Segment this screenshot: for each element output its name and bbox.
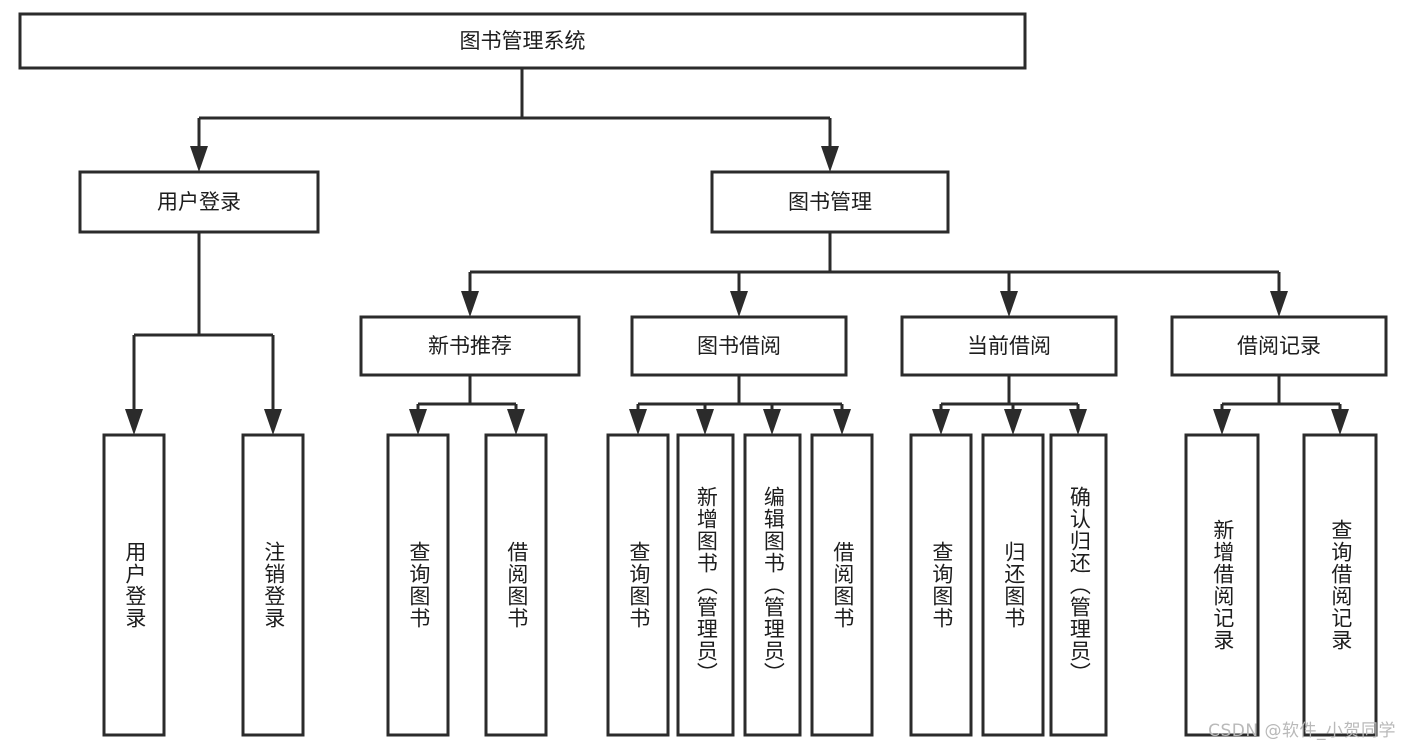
arrow-head-icon <box>1000 291 1018 317</box>
node-box-leaf-confirm-return[interactable] <box>1049 433 1108 737</box>
node-box-current-borrow[interactable] <box>900 315 1118 377</box>
arrow-head-icon <box>461 291 479 317</box>
node-box-new-book-recommend[interactable] <box>359 315 581 377</box>
node-box-leaf-borrow-book-1[interactable] <box>484 433 548 737</box>
arrow-head-icon <box>696 409 714 435</box>
arrow-head-icon <box>1270 291 1288 317</box>
node-label-user-login: 用户登录 <box>157 190 241 214</box>
edge-borrow-to-leaves <box>629 375 851 435</box>
node-box-leaf-query-book-2[interactable] <box>606 433 670 737</box>
node-label-root: 图书管理系统 <box>460 29 586 53</box>
node-box-leaf-add-book[interactable] <box>676 433 735 737</box>
arrow-head-icon <box>629 409 647 435</box>
edge-current-to-leaves <box>932 375 1087 435</box>
node-box-leaf-query-book-3[interactable] <box>909 433 973 737</box>
arrow-head-icon <box>833 409 851 435</box>
arrow-head-icon <box>932 409 950 435</box>
arrow-head-icon <box>190 146 208 172</box>
edge-record-to-leaves <box>1213 375 1349 435</box>
connector-layer <box>125 68 1349 435</box>
node-box-leaf-user-login[interactable] <box>102 433 166 737</box>
arrow-head-icon <box>125 409 143 435</box>
node-box-leaf-borrow-book-2[interactable] <box>810 433 874 737</box>
node-box-leaf-user-logout[interactable] <box>241 433 305 737</box>
node-box-root[interactable] <box>18 12 1027 70</box>
node-label-new-book-recommend: 新书推荐 <box>428 334 512 358</box>
arrow-head-icon <box>763 409 781 435</box>
node-label-borrow-record: 借阅记录 <box>1237 334 1321 358</box>
arrow-head-icon <box>1213 409 1231 435</box>
node-box-leaf-return-book[interactable] <box>981 433 1045 737</box>
node-label-book-manage: 图书管理 <box>788 190 872 214</box>
arrow-head-icon <box>409 409 427 435</box>
node-box-leaf-query-borrow-record[interactable] <box>1302 433 1378 737</box>
node-box-book-manage[interactable] <box>710 170 950 234</box>
edge-bookmanage-to-level3 <box>461 232 1288 317</box>
arrow-head-icon <box>821 146 839 172</box>
node-label-book-borrow: 图书借阅 <box>697 334 781 358</box>
node-box-leaf-edit-book[interactable] <box>743 433 802 737</box>
arrow-head-icon <box>264 409 282 435</box>
edge-root-to-level2 <box>190 68 839 172</box>
arrow-head-icon <box>1069 409 1087 435</box>
node-box-leaf-add-borrow-record[interactable] <box>1184 433 1260 737</box>
node-label-current-borrow: 当前借阅 <box>967 334 1051 358</box>
csdn-watermark: CSDN @软件_小贺同学 <box>1208 721 1396 741</box>
node-box-borrow-record[interactable] <box>1170 315 1388 377</box>
arrow-head-icon <box>507 409 525 435</box>
node-box-user-login[interactable] <box>78 170 320 234</box>
node-box-book-borrow[interactable] <box>630 315 848 377</box>
edge-recommend-to-leaves <box>409 375 525 435</box>
arrow-head-icon <box>1331 409 1349 435</box>
node-box-leaf-query-book-1[interactable] <box>386 433 450 737</box>
node-box-layer <box>18 12 1388 737</box>
arrow-head-icon <box>730 291 748 317</box>
arrow-head-icon <box>1004 409 1022 435</box>
edge-userlogin-to-leaves <box>125 232 282 435</box>
